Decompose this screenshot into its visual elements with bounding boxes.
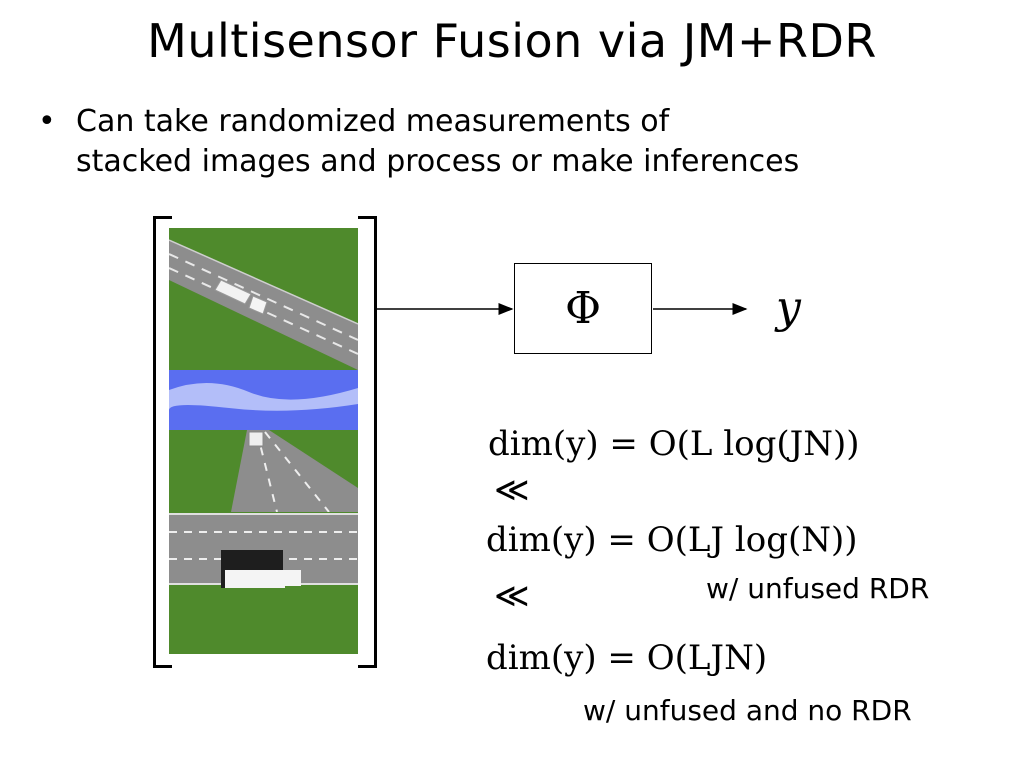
output-y: y	[776, 282, 801, 333]
bullet-text-line1: Can take randomized measurements of	[76, 104, 670, 139]
slide-title: Multisensor Fusion via JM+RDR	[147, 14, 877, 68]
image-oblique-truck	[169, 228, 358, 370]
image-top-down-truck	[169, 512, 358, 654]
bullet-marker: •	[38, 104, 56, 139]
phi-symbol: Φ	[564, 283, 602, 334]
stacked-images	[169, 228, 358, 654]
left-bracket	[153, 216, 172, 668]
bullet-text: Can take randomized measurements of stac…	[76, 102, 976, 182]
equation-no-rdr: dim(y) = O(LJN)	[486, 638, 768, 678]
image-driver-view	[169, 370, 358, 512]
equation-unfused-rdr: dim(y) = O(LJ log(N))	[486, 520, 858, 560]
note-unfused-rdr: w/ unfused RDR	[706, 572, 930, 605]
bullet-text-line2: stacked images and process or make infer…	[76, 144, 800, 179]
right-bracket	[358, 216, 377, 668]
measurement-operator-box: Φ	[514, 263, 652, 354]
equation-fused: dim(y) = O(L log(JN))	[488, 424, 860, 464]
note-unfused-no-rdr: w/ unfused and no RDR	[583, 694, 912, 727]
much-less-than-1: ≪	[494, 470, 530, 510]
much-less-than-2: ≪	[494, 576, 530, 616]
